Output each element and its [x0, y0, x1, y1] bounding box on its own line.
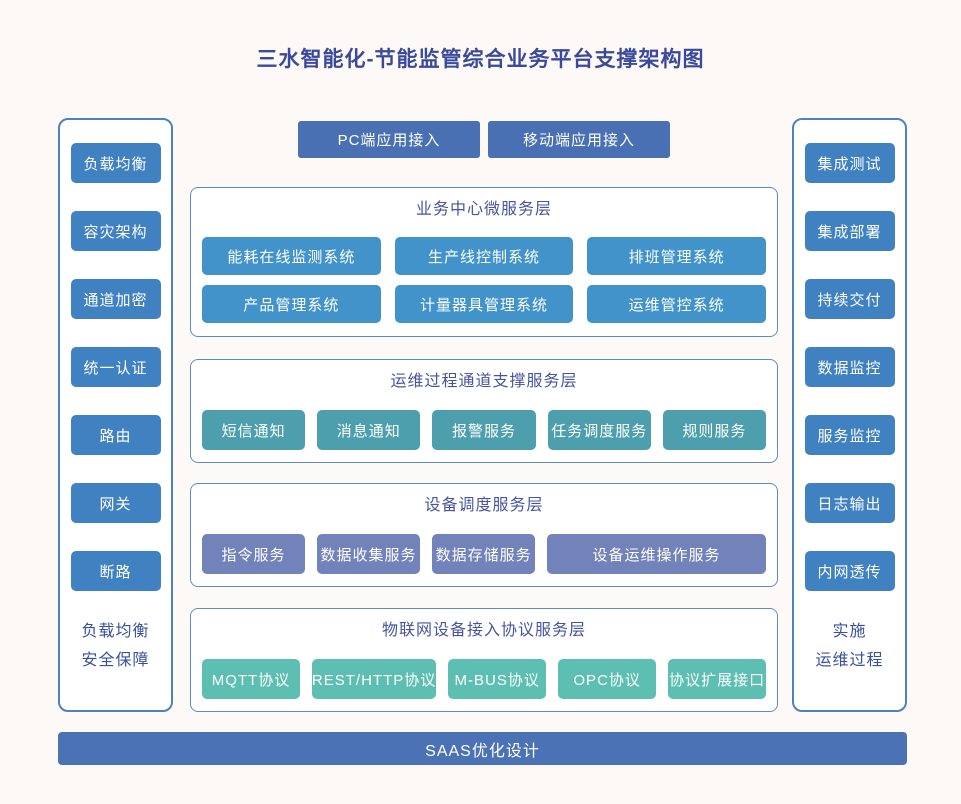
sidebar-item[interactable]: 服务监控	[804, 415, 895, 455]
left-sidebar-list: 负载均衡容灾架构通道加密统一认证路由网关断路	[70, 143, 161, 591]
left-sidebar-caption: 负载均衡 安全保障	[81, 617, 149, 675]
left-sidebar: 负载均衡容灾架构通道加密统一认证路由网关断路 负载均衡 安全保障	[58, 118, 173, 712]
iot-layer-section: 物联网设备接入协议服务层 MQTT协议 REST/HTTP协议 M-BUS协议 OPC…	[190, 608, 778, 712]
caption-line: 负载均衡	[81, 623, 150, 640]
service-button[interactable]: 指令服务	[202, 534, 306, 574]
layer-title: 设备调度服务层	[424, 497, 544, 514]
caption-line: 安全保障	[81, 652, 150, 669]
caption-line: 运维过程	[815, 652, 884, 669]
service-button[interactable]: 排班管理系统	[587, 237, 766, 275]
sidebar-item[interactable]: 断路	[70, 551, 161, 591]
protocol-button[interactable]: M-BUS协议	[448, 659, 547, 699]
channel-layer-section: 运维过程通道支撑服务层 短信通知消息通知报警服务任务调度服务规则服务	[190, 359, 778, 463]
service-button[interactable]: 报警服务	[432, 410, 536, 450]
right-sidebar-list: 集成测试集成部署持续交付数据监控服务监控日志输出内网透传	[804, 143, 895, 591]
service-button[interactable]: 产品管理系统	[202, 285, 381, 323]
protocol-button[interactable]: REST/HTTP协议	[311, 659, 437, 699]
service-button[interactable]: 计量器具管理系统	[394, 285, 574, 323]
service-button[interactable]: 运维管控系统	[587, 285, 766, 323]
protocol-button[interactable]: OPC协议	[558, 659, 657, 699]
service-button[interactable]: 短信通知	[202, 410, 306, 450]
sidebar-item[interactable]: 集成部署	[804, 211, 895, 251]
protocol-button[interactable]: MQTT协议	[202, 659, 300, 699]
service-button[interactable]: 数据收集服务	[317, 534, 421, 574]
sidebar-item[interactable]: 网关	[70, 483, 161, 523]
saas-footer-bar: SAAS优化设计	[58, 732, 907, 765]
pc-access-button[interactable]: PC端应用接入	[298, 121, 480, 158]
protocol-button[interactable]: 协议扩展接口	[668, 659, 767, 699]
sidebar-item[interactable]: 路由	[70, 415, 161, 455]
service-button[interactable]: 任务调度服务	[547, 410, 651, 450]
sidebar-item[interactable]: 通道加密	[70, 279, 161, 319]
device-layer-buttons: 指令服务数据收集服务数据存储服务设备运维操作服务	[202, 534, 767, 574]
service-button[interactable]: 能耗在线监测系统	[202, 237, 381, 275]
service-button[interactable]: 消息通知	[317, 410, 421, 450]
channel-layer-buttons: 短信通知消息通知报警服务任务调度服务规则服务	[202, 410, 767, 450]
right-sidebar-caption: 实施 运维过程	[815, 617, 883, 675]
sidebar-item[interactable]: 内网透传	[804, 551, 895, 591]
sidebar-item[interactable]: 统一认证	[70, 347, 161, 387]
service-button[interactable]: 设备运维操作服务	[547, 534, 767, 574]
sidebar-item[interactable]: 日志输出	[804, 483, 895, 523]
layer-title: 运维过程通道支撑服务层	[390, 373, 578, 390]
layer-title: 业务中心微服务层	[415, 201, 552, 218]
business-layer-section: 业务中心微服务层 能耗在线监测系统生产线控制系统排班管理系统产品管理系统计量器具…	[190, 187, 778, 337]
sidebar-item[interactable]: 容灾架构	[70, 211, 161, 251]
sidebar-item[interactable]: 集成测试	[804, 143, 895, 183]
sidebar-item[interactable]: 数据监控	[804, 347, 895, 387]
business-layer-buttons: 能耗在线监测系统生产线控制系统排班管理系统产品管理系统计量器具管理系统运维管控系…	[202, 237, 766, 323]
caption-line: 实施	[832, 623, 867, 640]
right-sidebar: 集成测试集成部署持续交付数据监控服务监控日志输出内网透传 实施 运维过程	[792, 118, 907, 712]
iot-layer-buttons: MQTT协议 REST/HTTP协议 M-BUS协议 OPC协议协议扩展接口	[202, 659, 767, 699]
mobile-access-button[interactable]: 移动端应用接入	[488, 121, 670, 158]
device-layer-section: 设备调度服务层 指令服务数据收集服务数据存储服务设备运维操作服务	[190, 483, 778, 587]
service-button[interactable]: 数据存储服务	[432, 534, 536, 574]
layer-title: 物联网设备接入协议服务层	[381, 622, 586, 639]
service-button[interactable]: 规则服务	[662, 410, 767, 450]
app-access-row: PC端应用接入 移动端应用接入	[190, 121, 778, 158]
sidebar-item[interactable]: 负载均衡	[70, 143, 161, 183]
sidebar-item[interactable]: 持续交付	[804, 279, 895, 319]
service-button[interactable]: 生产线控制系统	[394, 237, 574, 275]
page-title: 三水智能化-节能监管综合业务平台支撑架构图	[256, 48, 705, 71]
